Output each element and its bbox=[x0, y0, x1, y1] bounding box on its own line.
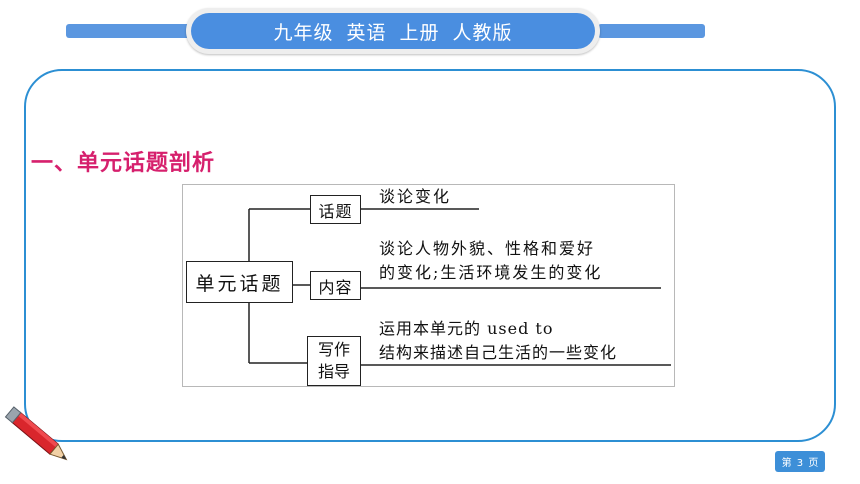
branch-writing-label-line: 指导 bbox=[317, 362, 350, 381]
branch-writing-box: 写作 指导 bbox=[307, 336, 361, 386]
branch-content-text: 谈论人物外貌、性格和爱好 的变化;生活环境发生的变化 bbox=[379, 239, 603, 282]
header-title-pill: 九年级 英语 上册 人教版 bbox=[186, 8, 600, 54]
mind-map-connectors bbox=[248, 208, 671, 366]
topic-mind-map: 单元话题 话题 内容 写作 指导 谈论变化 谈论人物外貌、性格和爱好 的变化;生… bbox=[182, 184, 675, 387]
branch-topic-box: 话题 bbox=[310, 195, 361, 224]
branch-topic-text: 谈论变化 bbox=[379, 187, 452, 206]
root-topic-box: 单元话题 bbox=[186, 261, 293, 303]
pencil-icon bbox=[4, 406, 68, 461]
page-number-badge: 第 3 页 bbox=[775, 451, 825, 472]
branch-content-box: 内容 bbox=[310, 271, 361, 300]
branch-writing-text: 运用本单元的 used to 结构来描述自己生活的一些变化 bbox=[379, 319, 618, 362]
header-bar-right bbox=[598, 24, 705, 38]
branch-writing-label-line: 写作 bbox=[317, 340, 350, 359]
header-bar-left bbox=[66, 24, 201, 38]
section-heading: 一、单元话题剖析 bbox=[31, 151, 216, 176]
header-title: 九年级 英语 上册 人教版 bbox=[273, 21, 513, 44]
